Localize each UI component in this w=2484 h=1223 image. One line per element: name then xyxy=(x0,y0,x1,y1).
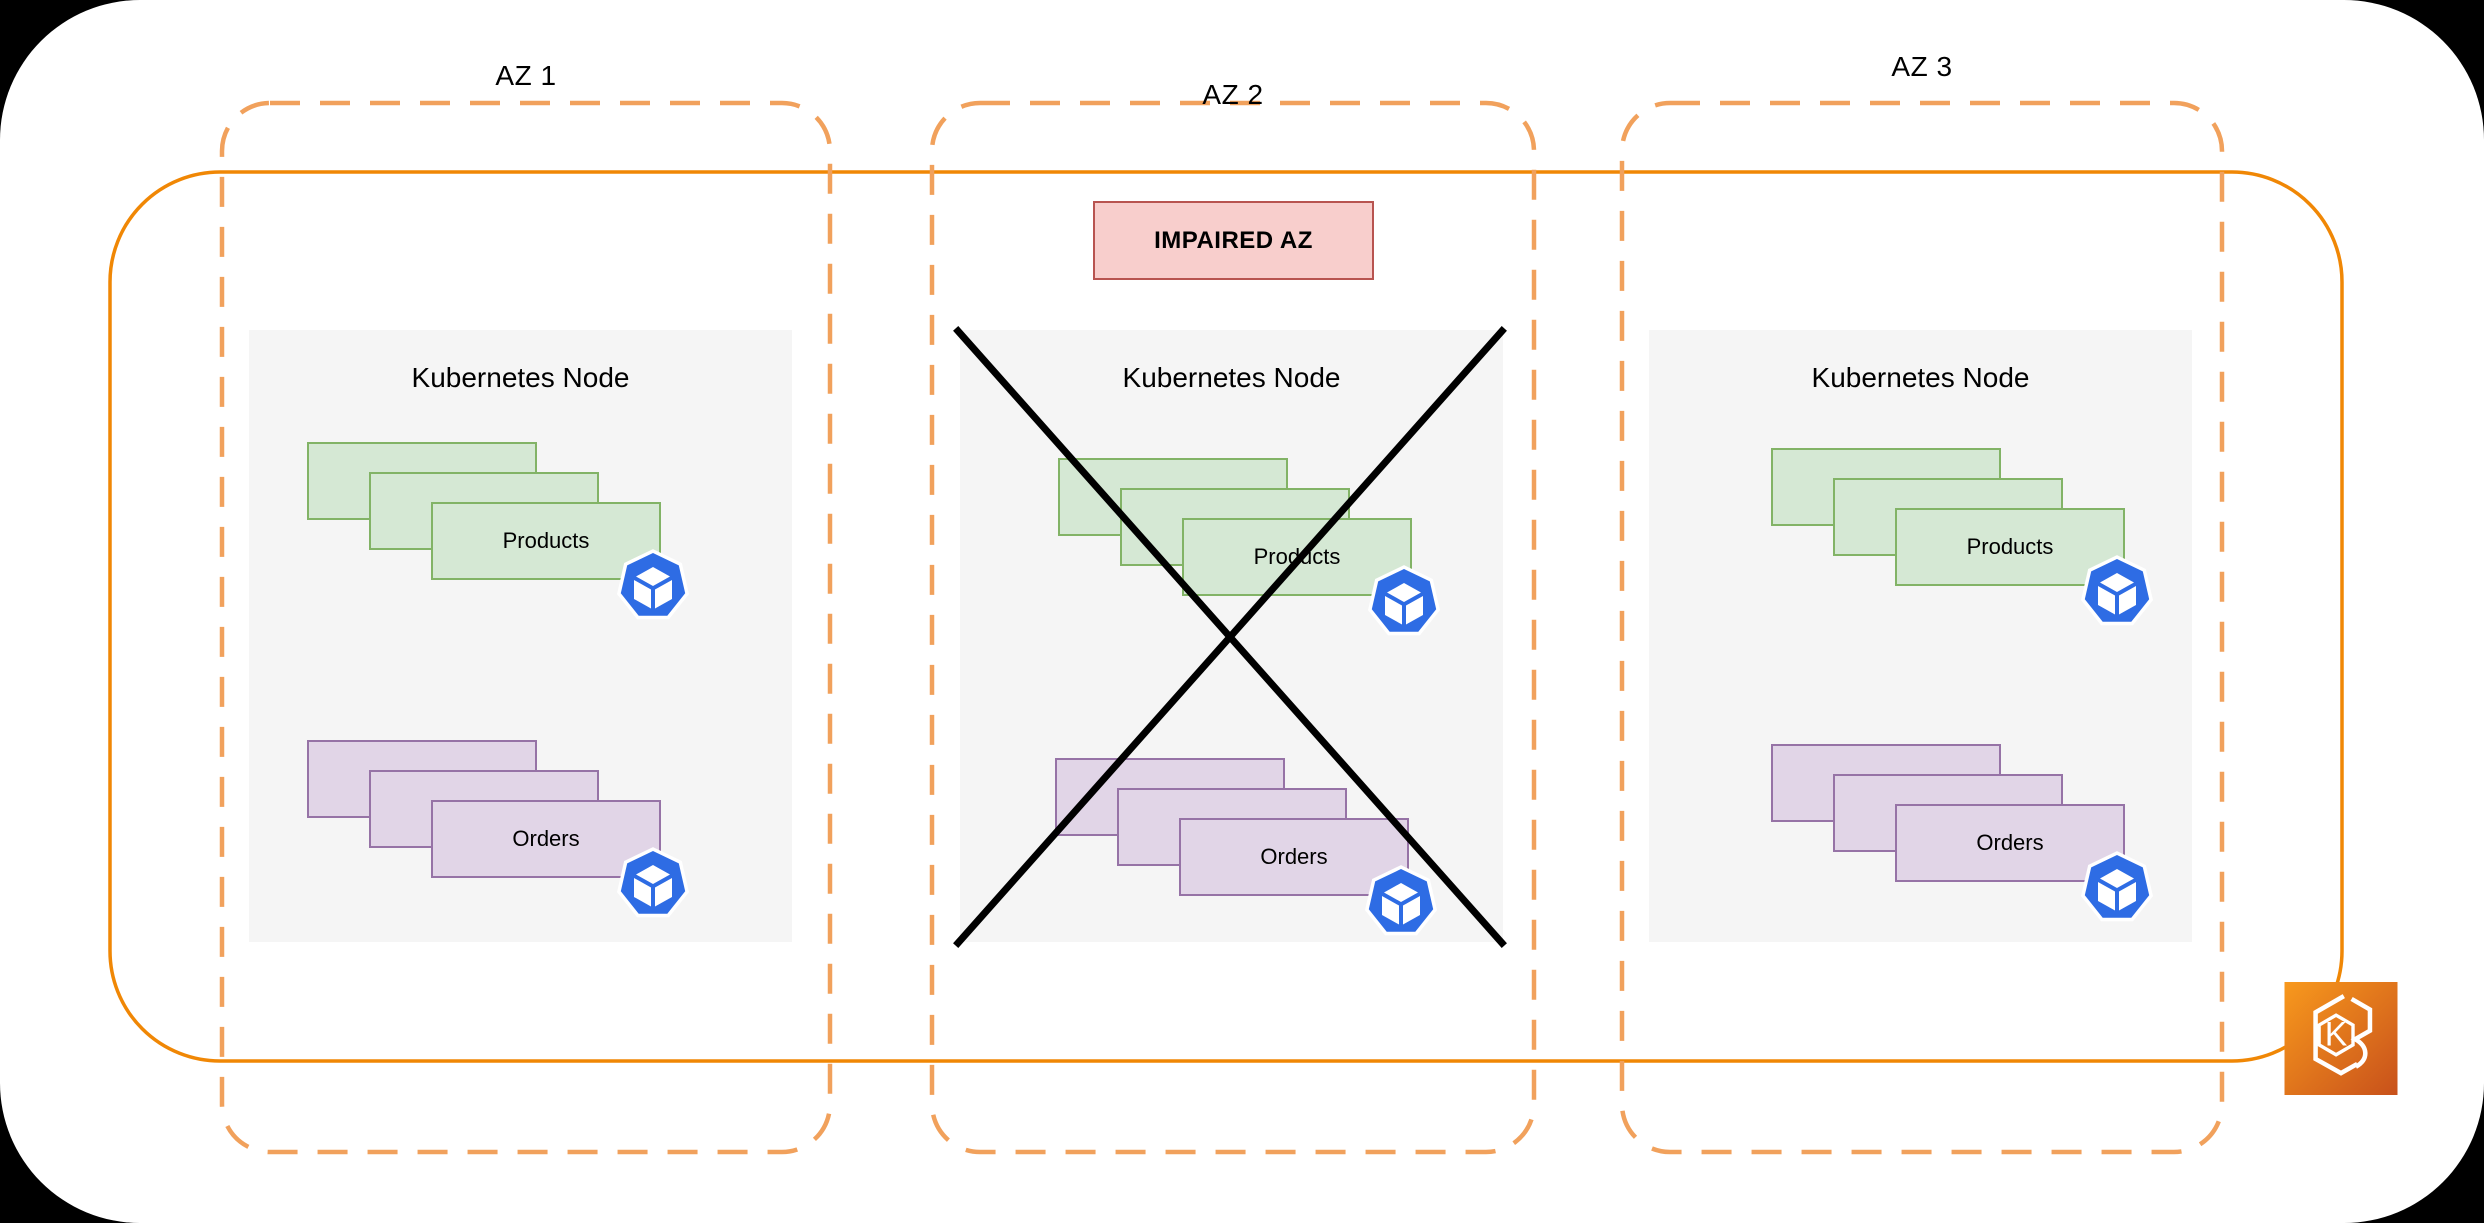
pod-stack-orders: Orders xyxy=(1771,744,2153,922)
pod-stack-label: Products xyxy=(1966,534,2054,559)
pod-front: Orders xyxy=(1895,804,2125,882)
pod-stack-label: Orders xyxy=(1976,830,2044,855)
kubernetes-pod-icon xyxy=(2081,851,2153,922)
kubernetes-pod-icon xyxy=(617,847,689,918)
pod-stack-orders: Orders xyxy=(1055,758,1437,936)
eks-k-letter: K xyxy=(2325,1016,2348,1054)
pod-stack-label: Orders xyxy=(1260,844,1328,869)
pod-stack-products: Products xyxy=(1058,458,1440,636)
kubernetes-node-az3: Kubernetes Node Products Orders xyxy=(1649,330,2192,942)
pod-stack-label: Products xyxy=(502,528,590,553)
eks-hexagon-swoosh xyxy=(2350,996,2373,1069)
kubernetes-node-az2: Kubernetes Node Products Orders xyxy=(960,330,1503,942)
eks-hexagon-left xyxy=(2313,994,2359,1076)
pod-stack-orders: Orders xyxy=(307,740,689,918)
kubernetes-pod-icon xyxy=(1368,565,1440,636)
impaired-az-badge: IMPAIRED AZ xyxy=(1093,201,1374,280)
kubernetes-pod-icon xyxy=(1365,865,1437,936)
pod-stack-label: Products xyxy=(1253,544,1341,569)
az2-label: AZ 2 xyxy=(1202,79,1264,110)
pod-stack-products: Products xyxy=(307,442,689,620)
az3-label: AZ 3 xyxy=(1891,51,1953,82)
kubernetes-pod-icon xyxy=(617,549,689,620)
kubernetes-pod-icon xyxy=(2081,555,2153,626)
pod-front: Products xyxy=(431,502,661,580)
eks-inner-hexagon xyxy=(2317,1013,2355,1057)
eks-icon-background xyxy=(2284,982,2398,1095)
pod-front: Products xyxy=(1895,508,2125,586)
az1-label: AZ 1 xyxy=(495,60,557,91)
eks-icon: K xyxy=(2284,982,2398,1095)
pod-front: Orders xyxy=(431,800,661,878)
kubernetes-node-title: Kubernetes Node xyxy=(1122,362,1341,393)
impaired-az-badge-label: IMPAIRED AZ xyxy=(1154,226,1313,254)
pod-stack-label: Orders xyxy=(512,826,580,851)
kubernetes-node-title: Kubernetes Node xyxy=(1811,362,2030,393)
pod-stack-products: Products xyxy=(1771,448,2153,626)
kubernetes-node-az1: Kubernetes Node Products Orders xyxy=(249,330,792,942)
kubernetes-node-title: Kubernetes Node xyxy=(411,362,630,393)
